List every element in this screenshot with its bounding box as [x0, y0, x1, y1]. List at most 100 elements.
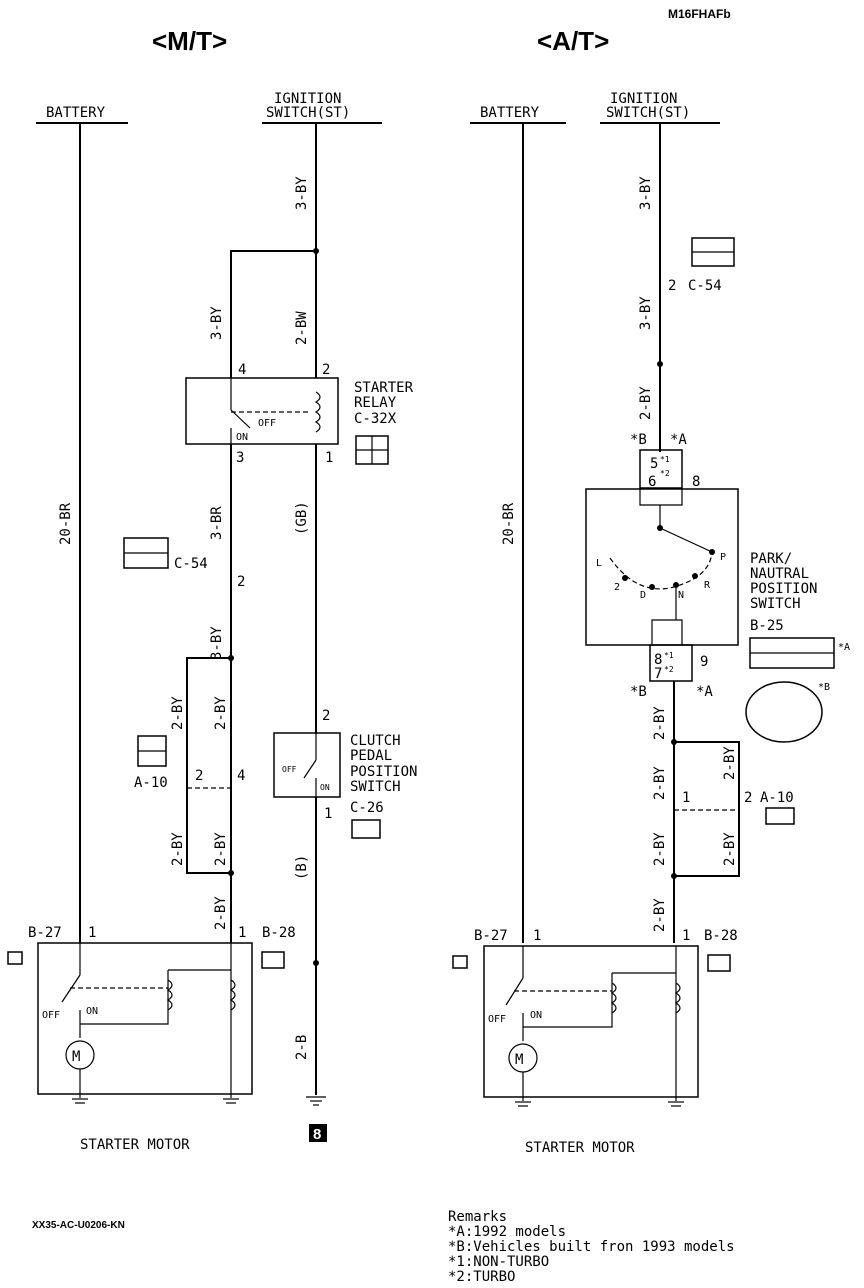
at-pos-p: P: [720, 552, 726, 563]
mt-relay-label-1: STARTER: [354, 380, 414, 396]
at-pin-5: 5: [650, 456, 658, 472]
at-pin-5-note: *1: [660, 455, 670, 464]
mt-ignition-label-1: IGNITION: [274, 91, 341, 107]
mt-clutch-label-4: SWITCH: [350, 779, 401, 795]
at-b27-label: B-27: [474, 928, 508, 944]
mt-a10-loop: [186, 657, 231, 874]
mt-wire-3by-mid: 3-BY: [209, 626, 225, 660]
mt-relay-coil: [314, 391, 321, 433]
at-pin-8-note: *2: [660, 469, 670, 478]
mt-wire-2bw: 2-BW: [294, 311, 310, 345]
at-mark-b-bot: *B: [630, 684, 647, 700]
at-motor-coil-feed: [523, 973, 613, 1028]
mt-c54-label: C-54: [174, 556, 208, 572]
remarks-title: Remarks: [448, 1209, 507, 1225]
mt-clutch-code: C-26: [350, 800, 384, 816]
at-pos-2-dot: [622, 575, 628, 581]
mt-motor-off: OFF: [42, 1010, 60, 1021]
mt-ground-mark-box: [309, 1124, 327, 1142]
mt-relay-pin-3: 3: [236, 450, 244, 466]
at-pin-9: 9: [700, 654, 708, 670]
mt-wire-2b: 2-B: [294, 1035, 310, 1060]
mt-wire-2by-a: 2-BY: [170, 696, 186, 730]
mt-splice-ground: [313, 960, 319, 966]
at-pin-7: 7: [654, 666, 662, 682]
at-pin-8b: 8: [654, 652, 662, 668]
at-park-label-2: NAUTRAL: [750, 566, 809, 582]
mt-relay-pin-1: 1: [325, 450, 333, 466]
mt-clutch-off: OFF: [282, 765, 297, 774]
at-c54-pin: 2: [668, 278, 676, 294]
mt-clutch-on: ON: [320, 783, 330, 792]
mt-relay-contact-blade: [230, 409, 251, 429]
mt-a10-label: A-10: [134, 775, 168, 791]
at-wire-2by-b: 2-BY: [652, 766, 668, 800]
at-splice-top: [657, 361, 663, 367]
at-ignition-label-2: SWITCH(ST): [606, 105, 690, 121]
at-b28-pin: 1: [682, 928, 690, 944]
at-motor-off: OFF: [488, 1014, 506, 1025]
at-wire-20br: 20-BR: [501, 502, 517, 545]
mt-clutch-pin-2: 2: [322, 708, 330, 724]
mt-motor-coil-1: [166, 979, 173, 1011]
mt-relay-pin-2: 2: [322, 362, 330, 378]
at-a10-pin-2: 2: [744, 790, 752, 806]
at-mark-a-bot: *A: [696, 684, 713, 700]
mt-clutch-connector-icon: [351, 819, 381, 839]
remark-a: *A:1992 models: [448, 1224, 566, 1240]
mt-clutch-label-1: CLUTCH: [350, 733, 401, 749]
at-a10-connector-icon: [765, 807, 795, 825]
mt-splice-a10-bottom: [228, 870, 234, 876]
at-wire-2by-f: 2-BY: [652, 898, 668, 932]
at-wire-2by-c: 2-BY: [722, 746, 738, 780]
mt-motor-index-icon: [7, 951, 23, 965]
mt-wire-3by-left: 3-BY: [209, 306, 225, 340]
mt-relay-pin-4: 4: [238, 362, 246, 378]
at-battery-label: BATTERY: [480, 105, 540, 121]
mt-b27-pin: 1: [88, 925, 96, 941]
mt-wire-2by-e: 2-BY: [213, 896, 229, 930]
mt-wire-3by-top: 3-BY: [294, 176, 310, 210]
mt-relay-label-2: RELAY: [354, 395, 397, 411]
footer-code: XX35-AC-U0206-KN: [32, 1220, 125, 1231]
at-wire-2by-d: 2-BY: [652, 832, 668, 866]
at-motor-coil-2: [674, 982, 681, 1014]
at-b27-pin: 1: [533, 928, 541, 944]
at-park-top-connector: [639, 449, 683, 489]
mt-wire-gb: (GB): [294, 501, 310, 535]
mt-wire-2by-b: 2-BY: [213, 696, 229, 730]
mt-ground-mark: 8: [313, 1126, 321, 1143]
at-c54-label: C-54: [688, 278, 722, 294]
mt-wire-b: (B): [294, 855, 310, 880]
at-title: <A/T>: [537, 26, 609, 56]
at-pos-p-dot: [709, 549, 715, 555]
mt-starter-relay-box: [185, 377, 339, 445]
remark-1: *1:NON-TURBO: [448, 1254, 549, 1270]
at-pos-d-dot: [649, 584, 655, 590]
at-pin-6: 6: [648, 474, 656, 490]
at-pin-7-note: *2: [664, 665, 674, 674]
mt-clutch-label-2: PEDAL: [350, 748, 392, 764]
remark-b: *B:Vehicles built fron 1993 models: [448, 1239, 735, 1255]
at-pin-8: 8: [692, 474, 700, 490]
mt-starter-motor-box: [37, 942, 253, 1095]
at-pos-r: R: [704, 580, 711, 591]
at-b25-mark-a: *A: [838, 642, 850, 653]
at-pos-n: N: [678, 590, 684, 601]
mt-relay-off: OFF: [258, 418, 276, 429]
at-park-label-3: POSITION: [750, 581, 817, 597]
at-motor-index-icon: [452, 955, 468, 969]
at-b28-label: B-28: [704, 928, 738, 944]
mt-b28-label: B-28: [262, 925, 296, 941]
at-pos-d: D: [640, 590, 646, 601]
at-motor-coil-1: [610, 982, 617, 1014]
mt-clutch-contact-blade: [303, 759, 317, 779]
at-b25-connector-b-icon: [745, 681, 823, 743]
at-park-label-4: SWITCH: [750, 596, 801, 612]
at-b25-mark-b: *B: [818, 682, 830, 693]
mt-battery-label: BATTERY: [46, 105, 106, 121]
mt-a10-pin-4: 4: [237, 768, 245, 784]
mt-title: <M/T>: [152, 26, 227, 56]
at-park-switch-box: [585, 488, 739, 646]
at-b28-connector-icon: [707, 954, 731, 972]
